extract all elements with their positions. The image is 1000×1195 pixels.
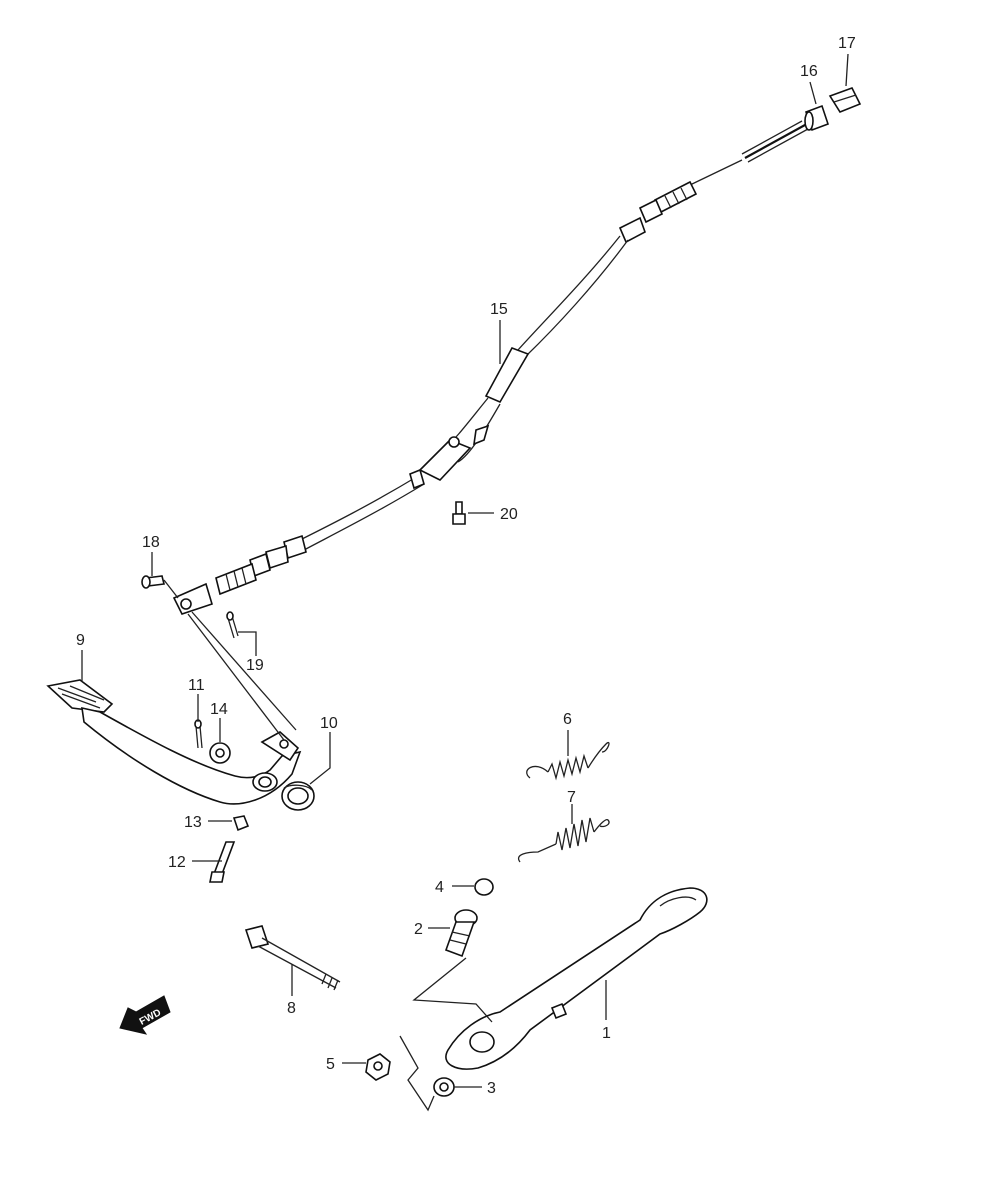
callout-12: 12: [168, 854, 186, 871]
callout-13: 13: [184, 814, 202, 831]
forward-arrow-icon: FWD: [119, 995, 171, 1035]
callout-20: 20: [500, 506, 518, 523]
long-bolt: [244, 925, 341, 991]
callout-18: 18: [142, 534, 160, 551]
callout-16: 16: [800, 63, 818, 80]
callout-11: 11: [188, 677, 205, 694]
stand-spring-lower: [517, 817, 610, 863]
pedal-washer: [209, 742, 231, 764]
brake-pedal: [46, 679, 315, 811]
callout-9: 9: [76, 632, 85, 649]
stand-nut: [365, 1053, 391, 1081]
callout-14: 14: [210, 701, 228, 718]
callout-4: 4: [435, 879, 444, 896]
callout-19: 19: [246, 657, 264, 674]
stand-spring-upper: [526, 741, 610, 781]
cotter-pin: [226, 611, 239, 639]
pedal-bolt: [209, 841, 236, 883]
cable-end-sleeve: [804, 104, 830, 132]
clevis-pin: [141, 575, 179, 599]
callout-8: 8: [287, 1000, 296, 1017]
pivot-cap: [474, 878, 494, 896]
callouts: 17 16 15 20 18 19 9 11 14 10 13 12 6 7 4…: [76, 35, 856, 1097]
pedal-nut: [232, 815, 250, 832]
callout-2: 2: [414, 921, 423, 938]
callout-15: 15: [490, 301, 508, 318]
callout-5: 5: [326, 1056, 335, 1073]
stand-pivot-bolt: [444, 909, 478, 958]
callout-3: 3: [487, 1080, 496, 1097]
callout-6: 6: [563, 711, 572, 728]
pedal-cotter-pin: [194, 719, 203, 749]
brake-cable: [172, 120, 809, 615]
callout-1: 1: [602, 1025, 611, 1042]
cable-bolt: [452, 501, 466, 525]
callout-7: 7: [567, 789, 576, 806]
side-stand: [445, 887, 708, 1070]
callout-17: 17: [838, 35, 856, 52]
cable-end-nut: [828, 87, 862, 113]
stand-washer: [433, 1077, 455, 1097]
callout-10: 10: [320, 715, 338, 732]
leader-lines: [81, 53, 849, 1088]
